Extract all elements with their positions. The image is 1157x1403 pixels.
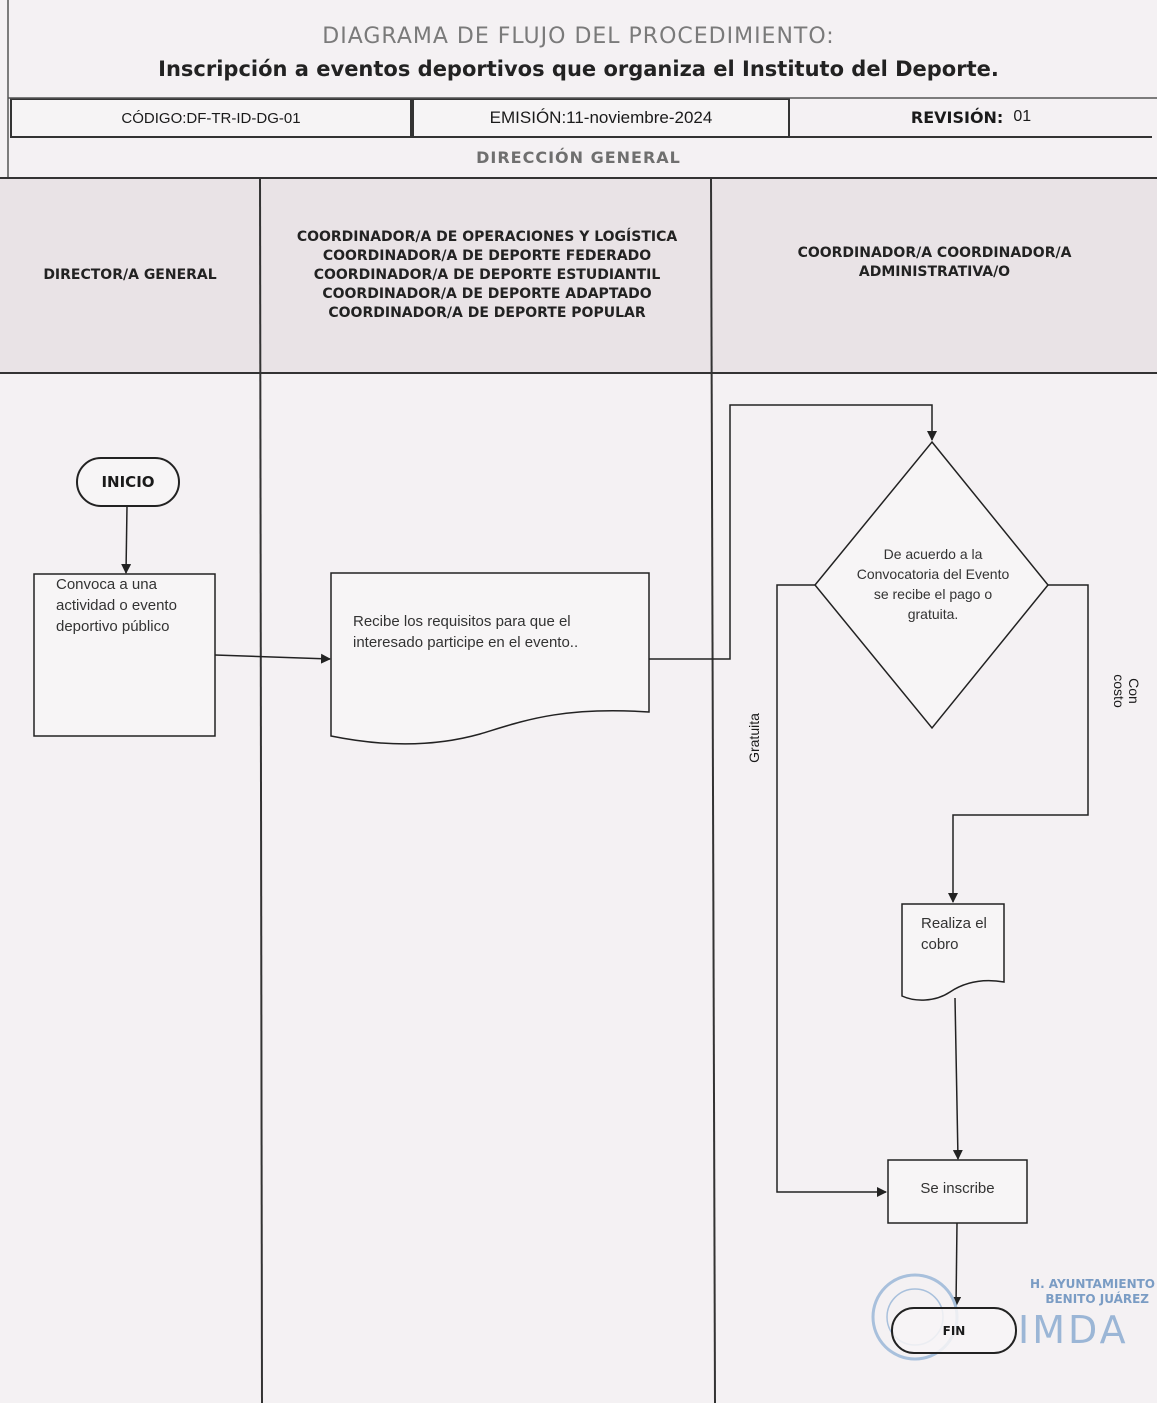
decision-label: De acuerdo a la Convocatoria del Evento …: [856, 546, 1010, 622]
edge-convoca-to-recibe: [214, 653, 331, 664]
lane-header-director: DIRECTOR/A GENERAL: [0, 178, 260, 373]
lane-title-administrativo: COORDINADOR/A COORDINADOR/A ADMINISTRATI…: [797, 245, 1072, 280]
lane-header-coordinadores: COORDINADOR/A DE OPERACIONES Y LOGÍSTICA…: [262, 178, 712, 373]
diagram-title: DIAGRAMA DE FLUJO DEL PROCEDIMIENTO:: [322, 24, 835, 49]
end-label: FIN: [942, 1323, 966, 1338]
lane-divider-1: [259, 177, 263, 1403]
issue-date-cell: EMISIÓN:11-noviembre-2024: [412, 98, 790, 138]
start-label: INICIO: [101, 473, 155, 491]
inscribe-process-shape: [887, 1159, 1028, 1224]
convoca-label: Convoca a una actividad o evento deporti…: [56, 576, 177, 635]
end-terminator-shape: [891, 1307, 1017, 1354]
edge-gratuita: [776, 584, 887, 1197]
issue-date-text: EMISIÓN:11-noviembre-2024: [489, 108, 713, 127]
edge-label-gratuita: Gratuita: [746, 713, 762, 763]
procedure-title: Inscripción a eventos deportivos que org…: [158, 57, 999, 81]
lane-divider-2: [710, 177, 716, 1403]
inscribe-label: Se inscribe: [920, 1180, 995, 1197]
start-terminator-shape: [76, 457, 180, 507]
logo-line-1: H. AYUNTAMIENTO: [1030, 1277, 1155, 1291]
edge-inscribe-to-fin: [951, 1222, 962, 1307]
edge-con-costo: [948, 584, 1089, 903]
cobro-document-shape: [901, 903, 1005, 1001]
decision-diamond-shape: [814, 440, 1049, 730]
revision-value: 01: [1013, 108, 1032, 125]
revision-cell: REVISIÓN: 01: [790, 98, 1152, 138]
cobro-label: Realiza el cobro: [921, 915, 987, 953]
lane-header-administrativo: COORDINADOR/A COORDINADOR/A ADMINISTRATI…: [712, 178, 1157, 373]
edge-recibe-to-decision: [649, 404, 937, 660]
recibe-label: Recibe los requisitos para que el intere…: [353, 613, 579, 651]
revision-label: REVISIÓN:: [910, 107, 1004, 127]
edge-start-to-convoca: [121, 505, 132, 574]
area-title: DIRECCIÓN GENERAL: [476, 148, 681, 167]
recibe-document-shape: [330, 572, 650, 745]
edge-label-con-costo: Con costo: [1111, 674, 1142, 708]
edge-cobro-to-inscribe: [952, 997, 963, 1160]
lane-header-band: [0, 178, 1157, 373]
code-cell: CÓDIGO:DF-TR-ID-DG-01: [10, 98, 412, 138]
lane-title-coordinadores: COORDINADOR/A DE OPERACIONES Y LOGÍSTICA…: [296, 229, 678, 321]
logo-line-2: BENITO JUÁREZ: [1045, 1292, 1149, 1306]
convoca-process-shape: [33, 573, 216, 737]
logo-mark: IMDA: [1018, 1308, 1129, 1352]
lane-title-director: DIRECTOR/A GENERAL: [43, 267, 217, 283]
logo-municipality: H. AYUNTAMIENTO BENITO JUÁREZ: [985, 1277, 1155, 1307]
code-text: CÓDIGO:DF-TR-ID-DG-01: [121, 109, 301, 127]
